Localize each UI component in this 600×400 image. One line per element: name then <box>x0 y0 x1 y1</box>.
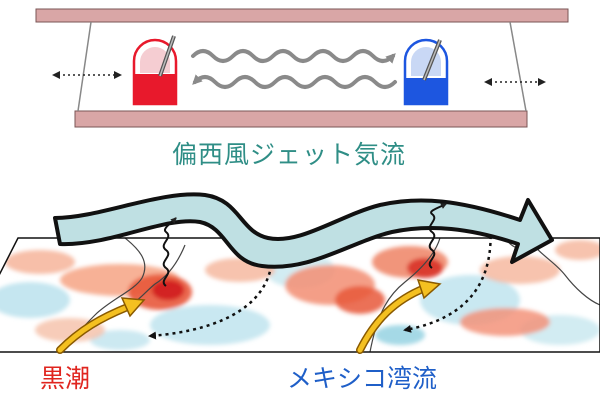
coastline-europe <box>529 239 600 306</box>
kuroshio-current-head <box>120 297 146 318</box>
gulf-current-head <box>416 279 442 300</box>
thermometer-gauge-icon <box>132 35 178 106</box>
left-wall <box>77 21 92 112</box>
double-arrow-icon <box>484 78 546 86</box>
pacific-circulation-arrow <box>148 257 274 340</box>
jet-stream-arrow <box>53 192 554 269</box>
strip-border <box>0 237 600 353</box>
double-arrow-icon <box>52 71 122 79</box>
kuroshio-heat-arrow <box>162 217 177 287</box>
kuroshio-label: 黒潮 <box>40 364 91 393</box>
wave-arrow-left <box>192 74 397 89</box>
bottom-plate <box>74 110 528 128</box>
gulf-stream-label: メキシコ湾流 <box>287 364 438 393</box>
atmosphere-box <box>35 8 569 128</box>
wave-arrow-right <box>191 49 396 64</box>
sst-map-strip <box>0 221 600 354</box>
thermometer-gauge-icon <box>403 38 449 106</box>
right-wall <box>509 21 527 112</box>
gulf-heat-arrow <box>428 203 447 269</box>
top-plate <box>35 8 569 23</box>
jet-stream-label: 偏西風ジェット気流 <box>172 140 407 169</box>
